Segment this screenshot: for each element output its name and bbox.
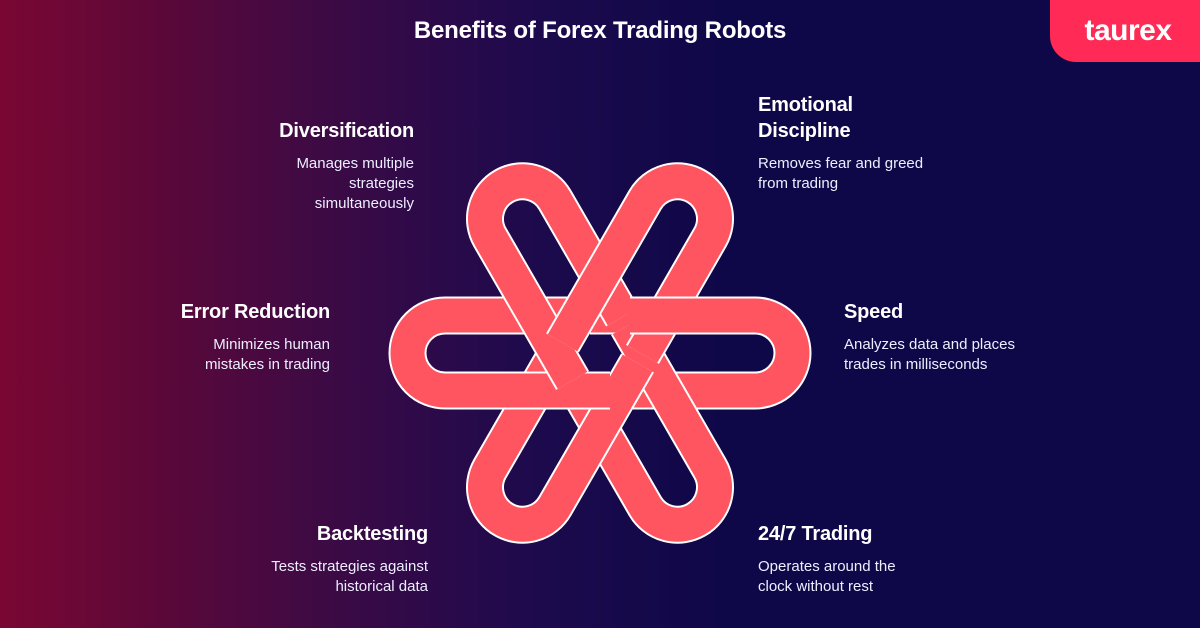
benefit-title: Emotional Discipline — [758, 94, 853, 142]
benefit-title: Error Reduction — [180, 301, 330, 323]
benefit-speed: Speed Analyzes data and places trades in… — [844, 299, 1064, 375]
benefit-emotional-discipline: Emotional Discipline Removes fear and gr… — [758, 92, 978, 194]
benefit-24-7-trading: 24/7 Trading Operates around the clock w… — [758, 521, 978, 597]
page-title: Benefits of Forex Trading Robots — [413, 17, 787, 44]
benefit-description: Analyzes data and places trades in milli… — [844, 336, 1015, 373]
benefit-diversification: Diversification Manages multiple strateg… — [214, 118, 414, 214]
benefit-title: 24/7 Trading — [758, 523, 873, 545]
benefit-title: Speed — [844, 301, 904, 323]
benefit-backtesting: Backtesting Tests strategies against his… — [208, 521, 428, 597]
benefit-description: Minimizes human mistakes in trading — [204, 336, 330, 373]
logo-text: taurex — [1084, 14, 1172, 47]
benefit-description: Manages multiple strategies simultaneous… — [296, 155, 414, 212]
taurex-logo[interactable]: taurex — [1050, 0, 1200, 62]
benefit-description: Tests strategies against historical data — [271, 558, 428, 595]
benefit-description: Removes fear and greed from trading — [758, 155, 924, 192]
benefit-title: Diversification — [279, 120, 414, 142]
benefit-description: Operates around the clock without rest — [758, 558, 896, 595]
benefit-error-reduction: Error Reduction Minimizes human mistakes… — [110, 299, 330, 375]
benefit-title: Backtesting — [316, 523, 428, 545]
